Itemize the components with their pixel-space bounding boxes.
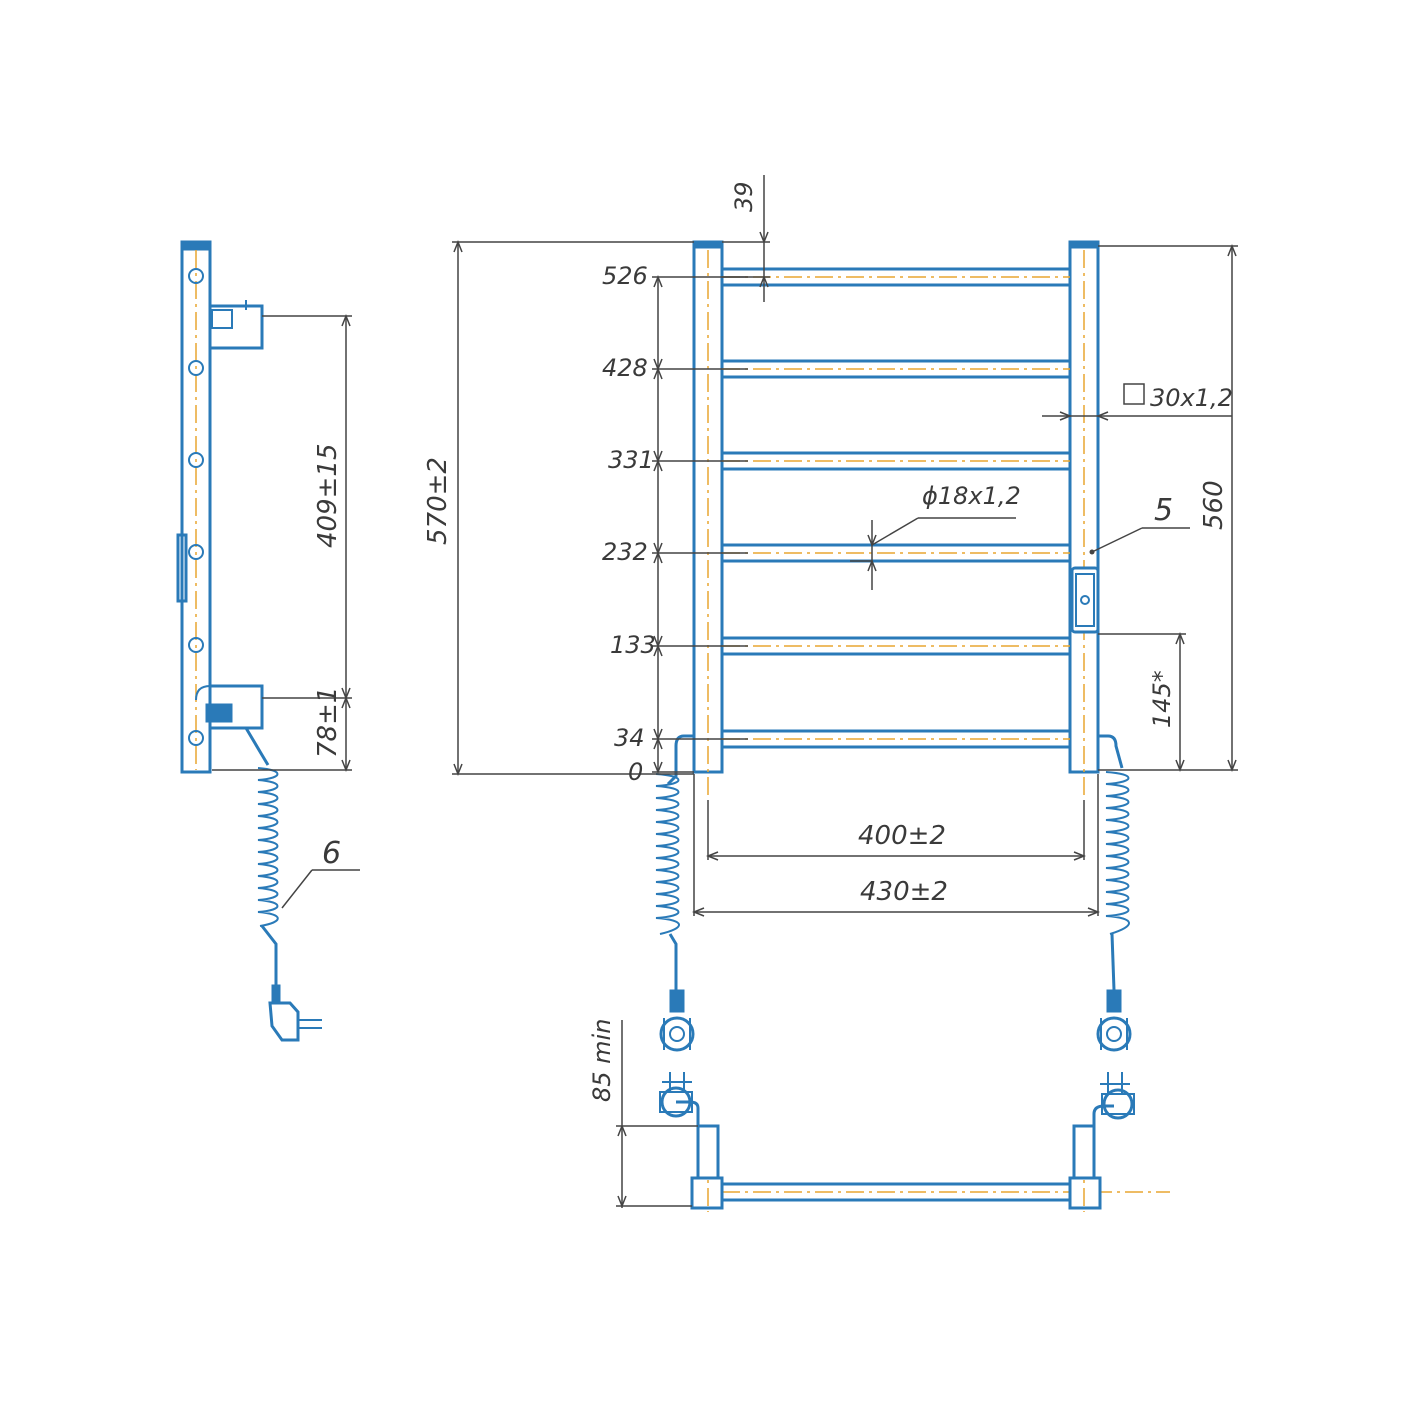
- right-socket: [1096, 989, 1132, 1052]
- side-post: [180, 240, 212, 774]
- rail-height-labels: 526 428 331 232 133 34 0: [602, 262, 656, 786]
- bottom-right-housing: [1072, 1124, 1096, 1180]
- bottom-view: 85 min: [588, 1019, 1170, 1212]
- lower-wall-mount: [195, 684, 264, 730]
- rail: [720, 359, 1072, 379]
- rail: [720, 267, 1072, 287]
- bottom-dimensions: [616, 1020, 698, 1209]
- dim-profile: 30x1,2: [1150, 384, 1233, 412]
- rail-height-label: 232: [602, 538, 648, 566]
- dim-plug-clearance: 85 min: [588, 1019, 616, 1102]
- rail-height-label: 0: [628, 758, 643, 786]
- bottom-left-plug: [659, 1072, 700, 1128]
- bottom-left-housing: [696, 1124, 720, 1180]
- rail-height-label: 133: [610, 631, 656, 659]
- front-view: 39 526 428 331 232 133 34 0 570±2 30x1,2…: [423, 175, 1238, 1052]
- dim-tube: ϕ18x1,2: [922, 482, 1021, 510]
- rail-height-label: 526: [602, 262, 648, 290]
- upper-wall-mount: [208, 300, 264, 350]
- dim-overall-height: 570±2: [423, 457, 453, 545]
- switch-box: [1070, 566, 1100, 634]
- side-coiled-cord: [244, 727, 270, 766]
- left-coil: [655, 773, 680, 935]
- side-post-cap: [181, 241, 211, 251]
- dim-top-pitch: 39: [730, 181, 758, 212]
- right-coil: [1105, 771, 1130, 935]
- side-view: 409±15 78±1 6: [176, 240, 360, 1042]
- rail-height-label: 428: [602, 354, 648, 382]
- dim-bottom-mount: 78±1: [313, 687, 343, 758]
- dim-mount-spacing: 409±15: [313, 444, 343, 549]
- left-socket: [659, 989, 695, 1052]
- rail: [720, 451, 1072, 471]
- right-cord: [1098, 734, 1124, 769]
- callout-cord: 6: [322, 836, 341, 871]
- rail: [720, 636, 1072, 656]
- front-dimensions: [452, 175, 1238, 917]
- rail: [720, 729, 1072, 749]
- side-switch: [176, 533, 188, 603]
- rail-height-label: 331: [608, 446, 654, 474]
- side-plug: [268, 984, 322, 1042]
- side-coil: [257, 767, 279, 927]
- bottom-left-post: [690, 1176, 724, 1210]
- side-dimensions: [212, 313, 360, 909]
- bottom-right-plug: [1092, 1072, 1135, 1128]
- dim-rail-height: 560: [1199, 480, 1229, 530]
- dim-overall-width: 430±2: [860, 877, 948, 907]
- callout-switch: 5: [1154, 493, 1173, 528]
- rail-height-label: 34: [614, 724, 645, 752]
- rail: [720, 543, 1072, 563]
- dim-switch-height: 145*: [1148, 670, 1176, 728]
- dim-center-width: 400±2: [858, 821, 946, 851]
- side-rail-ends: [188, 268, 204, 746]
- bottom-right-post: [1068, 1176, 1102, 1210]
